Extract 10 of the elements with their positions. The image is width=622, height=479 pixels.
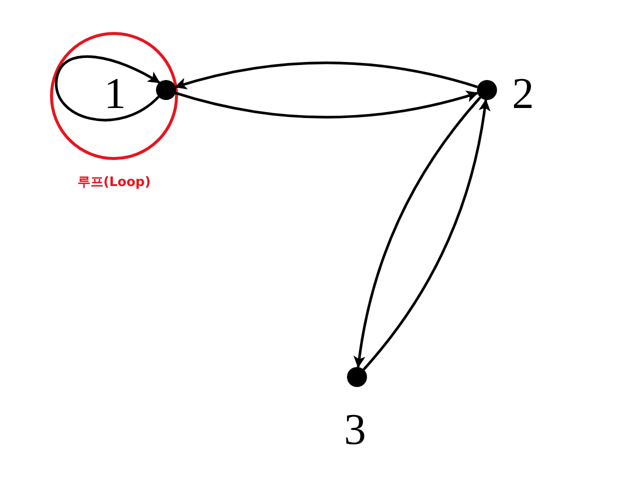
node-number: 2 — [512, 72, 534, 116]
arrow — [175, 90, 478, 118]
vertex-dot — [156, 80, 176, 100]
node-number: 3 — [344, 408, 366, 452]
node-number: 1 — [104, 72, 126, 116]
arrow — [55, 55, 160, 122]
arrow — [174, 62, 478, 90]
vertex-dot — [347, 367, 367, 387]
loop-caption: 루프(Loop) — [77, 174, 151, 191]
vertex-dot — [477, 80, 497, 100]
